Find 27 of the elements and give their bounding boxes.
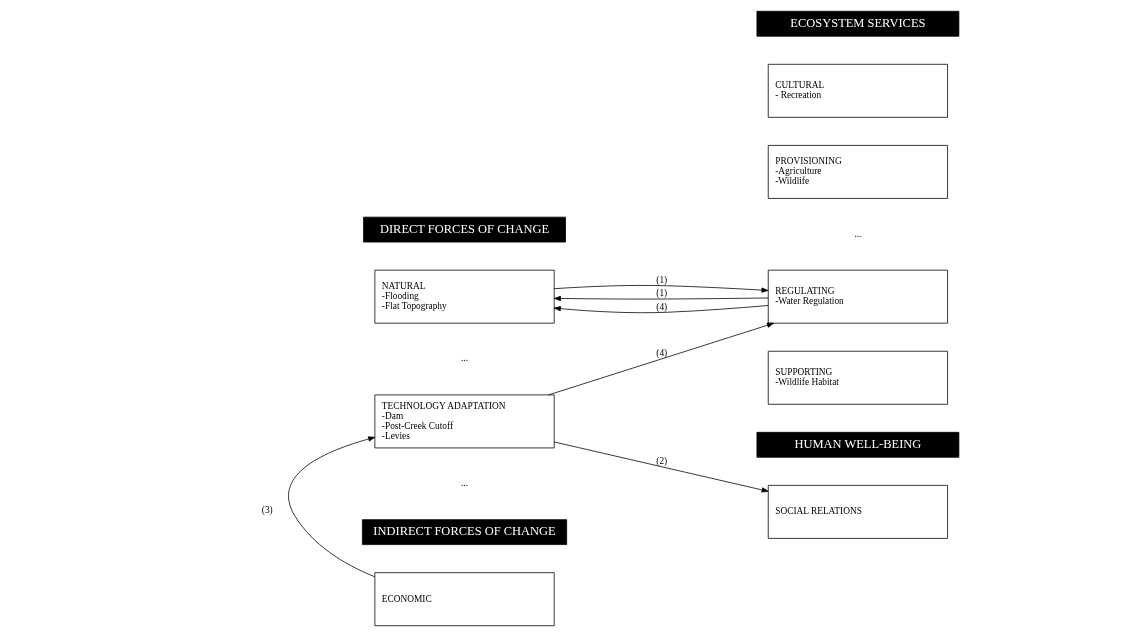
arrow <box>553 441 769 493</box>
node-box: HUMAN WELL-BEING <box>756 431 959 458</box>
edge-label: (1) <box>655 288 667 299</box>
arrow <box>547 322 774 396</box>
node-box: REGULATING -Water Regulation <box>767 269 948 324</box>
node-box: CULTURAL - Recreation <box>767 63 948 118</box>
label: ... <box>460 478 468 489</box>
edge-label: (4) <box>655 348 667 359</box>
label: ... <box>853 228 861 239</box>
arrow <box>553 305 768 314</box>
arrow <box>287 436 375 578</box>
node-box: TECHNOLOGY ADAPTATION -Dam -Post-Creek Cutoff -Levies <box>374 394 555 449</box>
arrow <box>553 295 768 302</box>
edge-label: (2) <box>655 456 667 466</box>
node-box: DIRECT FORCES OF CHANGE <box>362 216 566 243</box>
node-box: ECOSYSTEM SERVICES <box>756 10 959 37</box>
node-box: ECONOMIC <box>374 572 555 627</box>
edge-label: (1) <box>655 275 667 286</box>
label: ... <box>460 353 468 364</box>
arrow <box>553 285 768 293</box>
node-box: INDIRECT FORCES OF CHANGE <box>361 519 567 545</box>
node-box: NATURAL -Flooding -Flat Topography <box>374 269 555 324</box>
edge-label: (3) <box>261 504 273 515</box>
edge-label: (4) <box>655 301 667 312</box>
node-box: PROVISIONING -Agriculture -Wildlife <box>767 145 948 199</box>
node-box: SOCIAL RELATIONS <box>767 484 948 539</box>
node-box: SUPPORTING -Wildlife Habitat <box>767 350 948 405</box>
